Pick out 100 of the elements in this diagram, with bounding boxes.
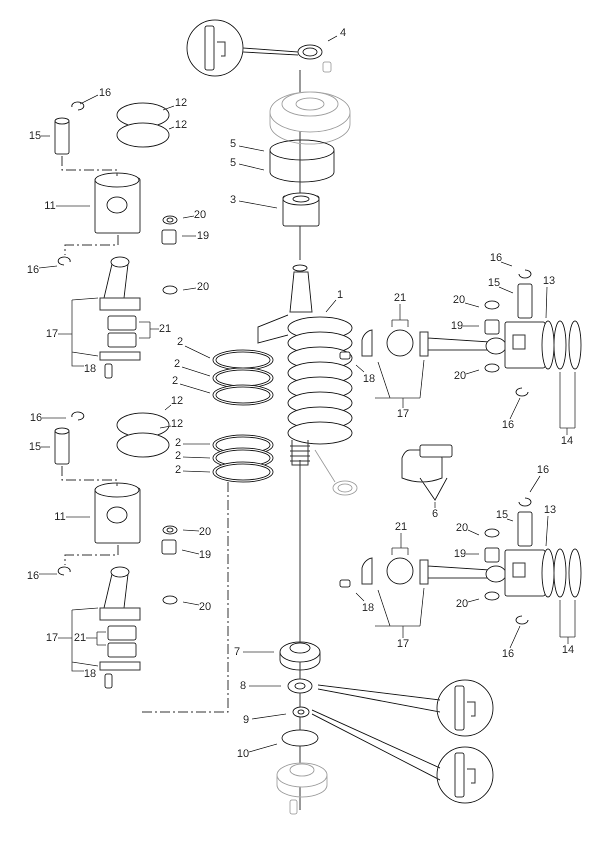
callout-number: 9	[242, 714, 250, 726]
leader-line	[510, 398, 520, 420]
callout-number: 19	[196, 230, 210, 242]
callout-number: 16	[26, 264, 40, 276]
leader-line	[66, 516, 90, 518]
callout-number: 17	[44, 328, 60, 340]
callout-number: 14	[560, 644, 576, 656]
leader-line	[182, 470, 210, 472]
callout-number: 2	[176, 336, 184, 348]
callout-number: 20	[452, 370, 468, 382]
callout-number: 18	[360, 602, 376, 614]
leader-line	[72, 662, 84, 672]
callout-number: 20	[196, 281, 210, 293]
callout-number: 21	[158, 323, 172, 335]
callout-number: 16	[500, 648, 516, 660]
callout-number: 20	[452, 294, 466, 306]
leader-line	[160, 426, 172, 428]
leader-line	[560, 372, 576, 436]
leader-line	[86, 632, 106, 646]
leader-line	[58, 608, 98, 666]
callout-number: 2	[172, 358, 182, 370]
leader-line	[182, 366, 210, 376]
callout-number: 2	[174, 450, 182, 462]
callout-number: 18	[82, 363, 98, 375]
leader-line	[38, 266, 58, 268]
callout-number: 17	[396, 408, 410, 420]
callout-number: 21	[72, 632, 88, 644]
callout-number: 7	[232, 646, 242, 658]
leader-line	[356, 364, 364, 372]
callout-number: 13	[542, 275, 556, 287]
leader-line	[434, 502, 436, 508]
callout-number: 1	[336, 289, 344, 301]
leader-line	[162, 106, 174, 110]
leader-line	[182, 602, 200, 606]
callout-number: 19	[198, 549, 212, 561]
callout-number: 17	[44, 632, 60, 644]
leader-line	[238, 164, 264, 170]
leader-line	[72, 352, 84, 366]
callout-number: 18	[82, 668, 98, 680]
callout-number: 17	[396, 638, 410, 650]
callout-number: 12	[174, 119, 188, 131]
leader-line	[356, 592, 364, 602]
callout-number: 21	[394, 521, 408, 533]
callout-number: 18	[362, 373, 376, 385]
callout-number: 3	[228, 194, 238, 206]
leader-line	[328, 36, 338, 42]
callout-number: 12	[174, 97, 188, 109]
leader-line	[510, 626, 520, 648]
callout-number: 16	[26, 570, 40, 582]
leader-line	[530, 476, 540, 492]
callout-number: 19	[452, 548, 468, 560]
callout-number: 11	[43, 200, 57, 212]
callout-number: 20	[454, 522, 470, 534]
leader-line	[546, 516, 548, 546]
leader-line	[392, 304, 408, 328]
callout-number: 20	[198, 526, 212, 538]
callout-number: 20	[454, 598, 470, 610]
callout-number: 16	[536, 464, 550, 476]
callout-number: 19	[450, 320, 464, 332]
callout-number: 5	[228, 157, 238, 169]
leader-line	[546, 286, 548, 318]
leader-line	[180, 384, 210, 394]
callout-number: 15	[28, 130, 42, 142]
leader-line	[560, 600, 576, 644]
leader-line	[164, 404, 172, 410]
leader-line	[374, 588, 424, 638]
callout-number: 21	[392, 292, 408, 304]
leader-line	[464, 302, 480, 308]
callout-number: 2	[174, 464, 182, 476]
callout-number: 12	[170, 395, 184, 407]
callout-number: 16	[500, 419, 516, 431]
leader-line	[182, 288, 196, 290]
callout-number: 13	[542, 504, 558, 516]
leader-line	[326, 300, 336, 312]
leader-line	[80, 94, 98, 104]
leader-line	[248, 744, 278, 752]
callout-number: 15	[494, 509, 510, 521]
leader-line	[252, 714, 286, 720]
leader-line	[468, 530, 480, 536]
callout-number: 16	[488, 252, 504, 264]
callout-number: 10	[236, 748, 250, 760]
callout-number: 5	[228, 138, 238, 150]
leader-line	[40, 446, 50, 448]
leader-line	[182, 456, 210, 458]
callout-number: 16	[98, 87, 112, 99]
leader-line	[500, 262, 512, 266]
leader-line	[392, 532, 408, 556]
callout-number: 11	[53, 511, 67, 523]
leader-line	[184, 346, 210, 358]
leader-line	[238, 146, 264, 152]
callout-number: 12	[170, 418, 184, 430]
leader-line	[468, 598, 480, 602]
leader-line	[182, 550, 200, 554]
callout-number: 4	[338, 27, 348, 39]
callout-number: 15	[486, 277, 502, 289]
leader-line	[466, 370, 480, 374]
callout-number: 15	[28, 441, 42, 453]
leader-line	[168, 126, 174, 130]
callout-number: 6	[430, 508, 440, 520]
callout-number: 16	[28, 412, 44, 424]
